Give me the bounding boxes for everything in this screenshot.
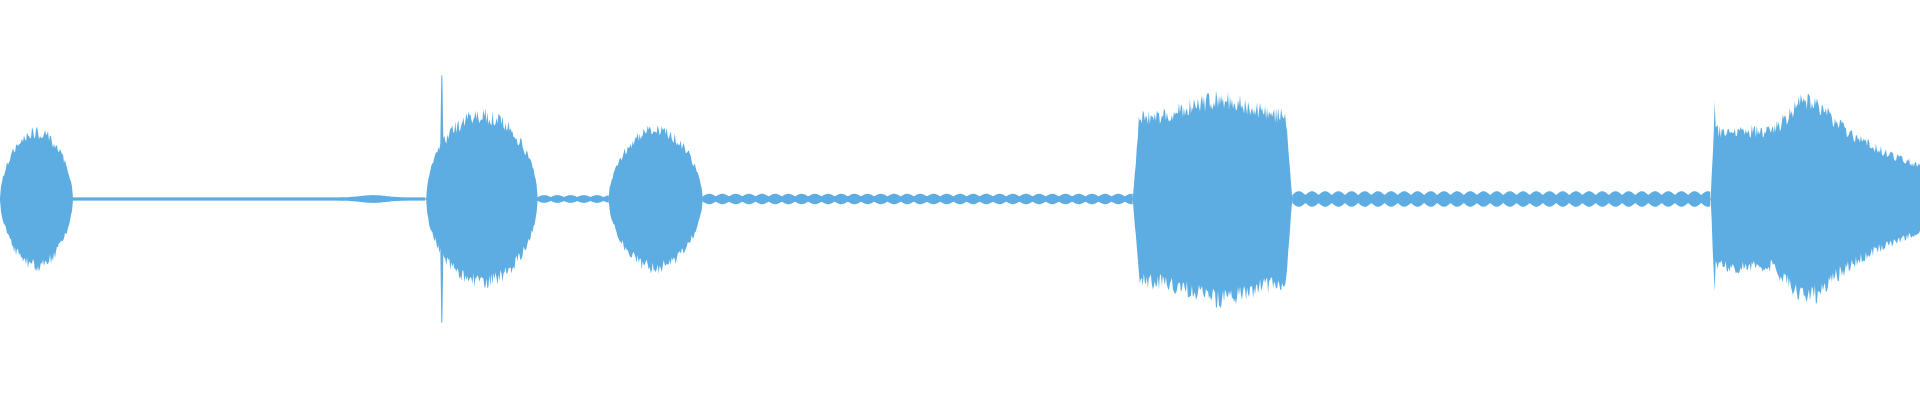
waveform-envelope xyxy=(1132,90,1293,309)
waveform-envelope xyxy=(0,126,73,272)
waveform-segments xyxy=(0,75,1920,323)
waveform-envelope xyxy=(72,195,426,203)
waveform-envelope xyxy=(1710,93,1920,305)
waveform-segment-burst-1 xyxy=(0,126,73,272)
waveform-envelope xyxy=(702,193,1133,205)
waveform-segment-burst-2 xyxy=(426,75,538,323)
waveform-segment-burst-4 xyxy=(1132,90,1293,309)
waveform-segment-ripple-2 xyxy=(1292,191,1711,207)
waveform-envelope xyxy=(608,124,703,274)
waveform-segment-hum-2 xyxy=(537,195,609,203)
waveform-envelope xyxy=(537,195,609,203)
waveform-segment-burst-3 xyxy=(608,124,703,274)
waveform-envelope xyxy=(426,75,538,323)
waveform-segment-ripple-1 xyxy=(702,193,1133,205)
waveform-segment-hum-1 xyxy=(72,195,426,203)
waveform-envelope xyxy=(1292,191,1711,207)
waveform-segment-burst-5 xyxy=(1710,93,1920,305)
